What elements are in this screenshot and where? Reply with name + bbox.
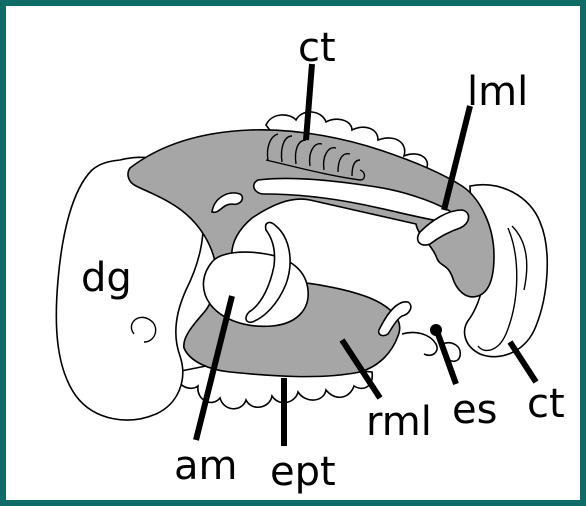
leader-ct-right [510,342,536,382]
label-ept: ept [270,452,336,492]
label-ct-right: ct [527,384,565,424]
label-lml: lml [467,72,528,112]
label-dg: dg [81,258,132,298]
label-es: es [452,390,497,430]
label-rml: rml [366,402,432,442]
label-am: am [174,446,237,486]
label-ct-top: ct [298,28,336,68]
